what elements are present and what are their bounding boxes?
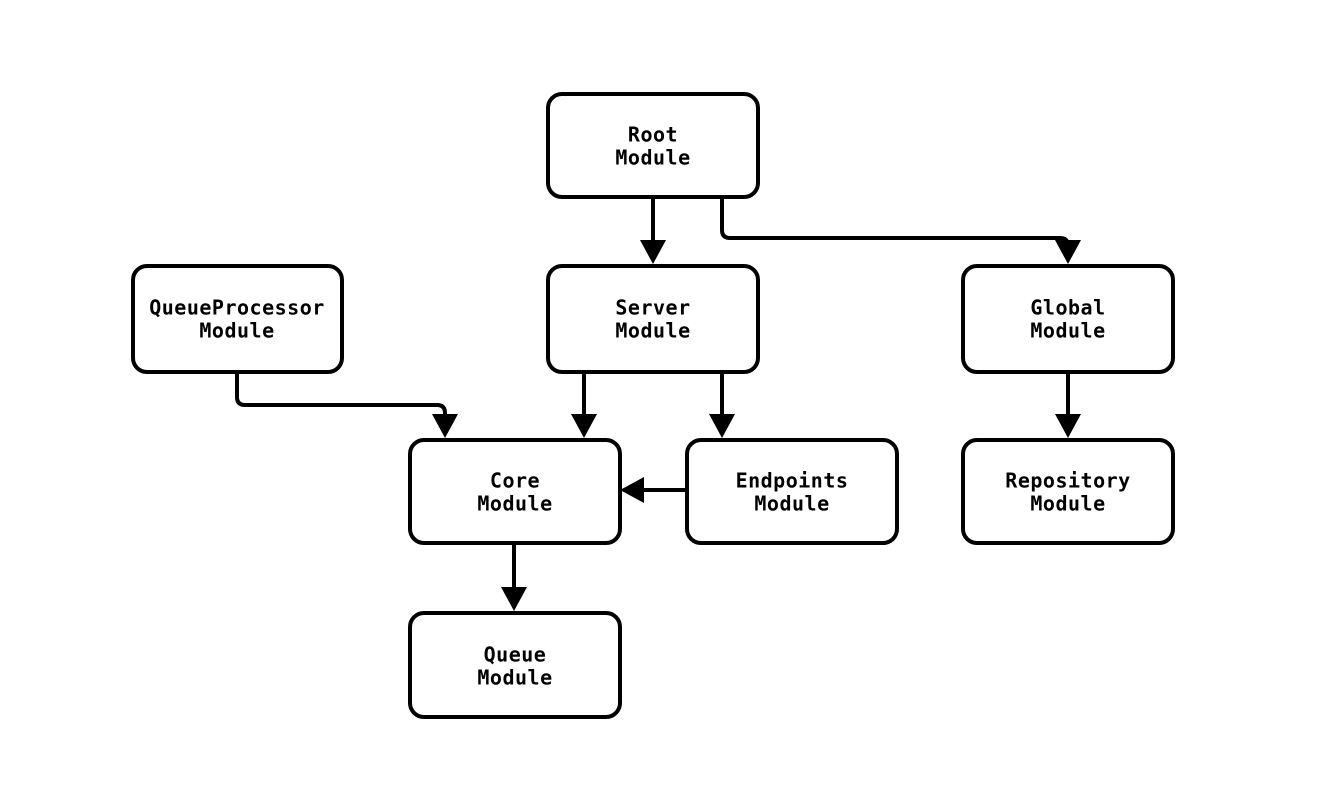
edge-line <box>235 372 447 422</box>
edge-root-to-server <box>640 197 666 264</box>
node-label-line2: Module <box>754 492 829 516</box>
node-box[interactable] <box>408 611 622 719</box>
node-label-line2: Module <box>1030 492 1105 516</box>
node-box[interactable] <box>546 264 760 374</box>
arrowhead-icon <box>620 477 644 503</box>
edge-global-to-repository <box>1055 372 1081 438</box>
node-label-line1: Global <box>1030 296 1105 320</box>
node-label-line2: Module <box>477 666 552 690</box>
arrowhead-icon <box>1055 240 1081 264</box>
node-box[interactable] <box>546 92 760 199</box>
edge-endpoints-to-core <box>620 477 687 503</box>
edge-line <box>720 197 1070 248</box>
node-label-line1: Repository <box>1005 469 1130 493</box>
node-label-line2: Module <box>615 146 690 170</box>
node-box[interactable] <box>685 438 899 545</box>
arrowhead-icon <box>640 240 666 264</box>
node-label-line1: QueueProcessor <box>149 296 325 320</box>
edge-root-to-global <box>720 197 1081 264</box>
arrowhead-icon <box>571 414 597 438</box>
node-repository-module[interactable]: Repository Module <box>961 438 1175 545</box>
node-core-module[interactable]: Core Module <box>408 438 622 545</box>
node-box[interactable] <box>408 438 622 545</box>
node-box[interactable] <box>961 438 1175 545</box>
arrowhead-icon <box>501 587 527 611</box>
arrowhead-icon <box>432 414 458 438</box>
edge-core-to-queue <box>501 543 527 611</box>
node-box[interactable] <box>961 264 1175 374</box>
edge-queueprocessor-to-core <box>235 372 458 438</box>
arrowhead-icon <box>1055 414 1081 438</box>
arrowhead-icon <box>709 414 735 438</box>
edge-server-to-core <box>571 372 597 438</box>
node-label-line1: Root <box>628 123 678 147</box>
node-box[interactable] <box>131 264 344 374</box>
node-endpoints-module[interactable]: Endpoints Module <box>685 438 899 545</box>
node-label-line2: Module <box>477 492 552 516</box>
node-queue-module[interactable]: Queue Module <box>408 611 622 719</box>
node-label-line1: Core <box>490 469 540 493</box>
node-label-line2: Module <box>615 319 690 343</box>
edge-layer <box>235 197 1081 611</box>
node-label-line1: Endpoints <box>736 469 849 493</box>
node-label-line1: Server <box>615 296 690 320</box>
node-root-module[interactable]: Root Module <box>546 92 760 199</box>
node-global-module[interactable]: Global Module <box>961 264 1175 374</box>
node-label-line1: Queue <box>484 643 547 667</box>
edge-server-to-endpoints <box>709 372 735 438</box>
node-layer: Root Module QueueProcessor Module Server… <box>131 92 1175 719</box>
node-queueprocessor-module[interactable]: QueueProcessor Module <box>131 264 344 374</box>
node-server-module[interactable]: Server Module <box>546 264 760 374</box>
node-label-line2: Module <box>1030 319 1105 343</box>
node-label-line2: Module <box>199 319 274 343</box>
